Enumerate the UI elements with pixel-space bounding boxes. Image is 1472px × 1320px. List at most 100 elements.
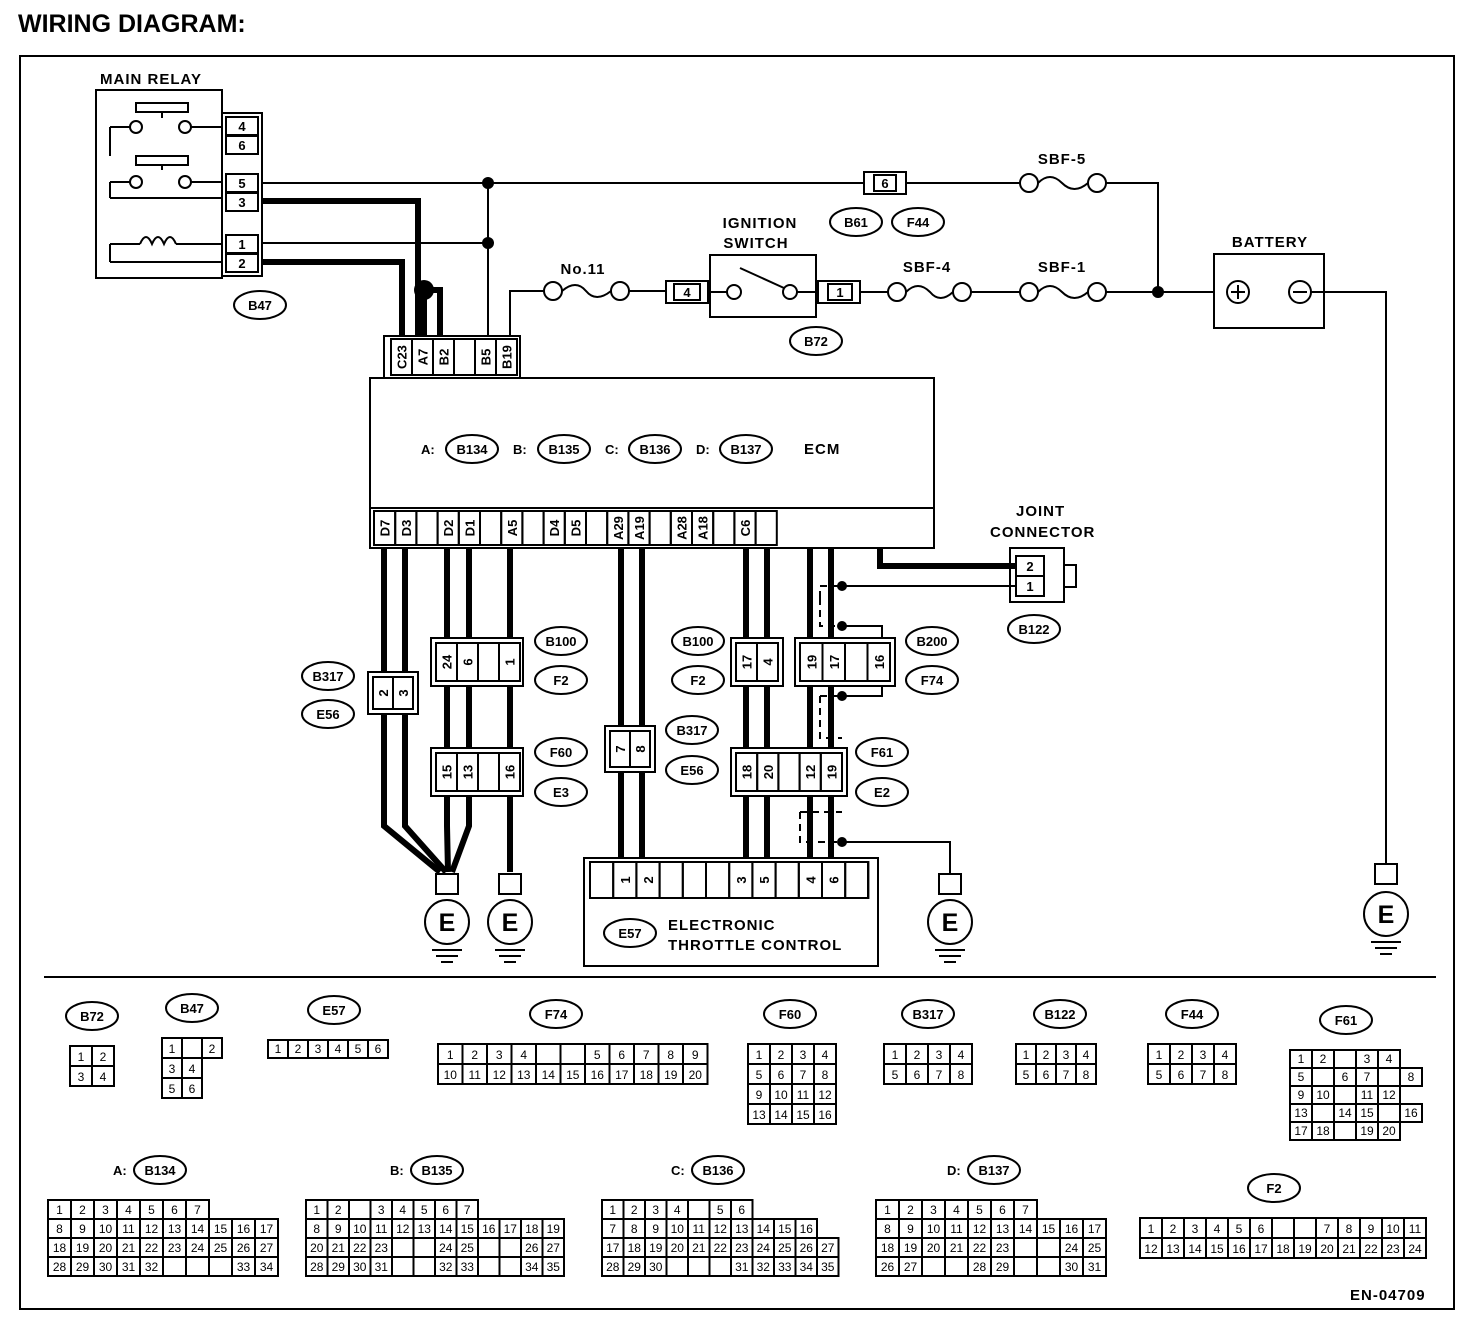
svg-text:B47: B47 xyxy=(248,298,272,313)
relay-pin xyxy=(225,135,259,155)
pin-label: 2 xyxy=(641,876,656,883)
legend-pin-label: 11 xyxy=(1361,1088,1374,1102)
legend-pin-label: 17 xyxy=(1254,1242,1268,1256)
legend-pin-label: 6 xyxy=(171,1203,178,1217)
pin-label: D4 xyxy=(547,519,562,536)
legend-pin-label: 24 xyxy=(191,1241,205,1255)
svg-text:B:: B: xyxy=(513,442,527,457)
legend-pin-label: 1 xyxy=(447,1048,454,1062)
legend-pin-cell xyxy=(813,1103,837,1125)
svg-text:ECM: ECM xyxy=(804,441,840,458)
legend-connector-name: B134 xyxy=(144,1163,176,1178)
legend-pin-label: 1 xyxy=(78,1050,85,1064)
legend-pin-label: 10 xyxy=(1386,1222,1400,1236)
legend-pin-cell xyxy=(541,1256,565,1277)
svg-text:No.11: No.11 xyxy=(560,261,605,278)
legend-pin-label: 1 xyxy=(313,1203,320,1217)
legend-pin-label: 5 xyxy=(756,1068,763,1082)
svg-text:B317: B317 xyxy=(312,669,343,684)
connector-f44: F44 xyxy=(891,207,945,237)
svg-text:SBF-5: SBF-5 xyxy=(1038,151,1086,168)
legend-pin-label: 26 xyxy=(881,1260,895,1274)
legend-pin-label: 8 xyxy=(1408,1070,1415,1084)
legend-connector-badge xyxy=(529,999,583,1029)
svg-text:B136: B136 xyxy=(639,442,670,457)
legend-pin-cell xyxy=(949,1063,973,1085)
pin-cell xyxy=(754,510,778,546)
legend-pin-label: 17 xyxy=(1088,1222,1102,1236)
relay-pin xyxy=(225,192,259,212)
legend-pin-label: 24 xyxy=(439,1241,453,1255)
legend-prefix: D: xyxy=(947,1163,961,1178)
legend-pin-label: 4 xyxy=(125,1203,132,1217)
legend-pin-cell xyxy=(181,1077,203,1099)
legend-pin-cell xyxy=(944,1256,969,1277)
legend-pin-label: 24 xyxy=(757,1241,771,1255)
legend-pin-label: 3 xyxy=(1063,1048,1070,1062)
legend-pin-label: 34 xyxy=(525,1260,539,1274)
legend-pin-label: 1 xyxy=(1148,1222,1155,1236)
legend-pin-label: 2 xyxy=(335,1203,342,1217)
legend-connector-badge xyxy=(901,999,955,1029)
legend-pin-label: 4 xyxy=(1214,1222,1221,1236)
pin-cell xyxy=(844,861,870,899)
legend-connector-badge xyxy=(1319,1005,1373,1035)
legend-pin-label: 17 xyxy=(260,1222,274,1236)
legend-connector-name: E57 xyxy=(322,1003,345,1018)
legend-pin-label: 4 xyxy=(189,1062,196,1076)
legend-pin-label: 2 xyxy=(209,1042,216,1056)
svg-text:B72: B72 xyxy=(804,334,828,349)
legend-pin-cell xyxy=(477,1256,501,1277)
legend-pin-label: 11 xyxy=(950,1222,963,1236)
legend-connector-name: F60 xyxy=(779,1007,801,1022)
fuse-sbf5: SBF-5 xyxy=(1019,151,1107,193)
legend-connector-badge xyxy=(307,995,361,1025)
legend-pin-label: 14 xyxy=(1188,1242,1202,1256)
legend-pin-label: 1 xyxy=(56,1203,63,1217)
legend-pin-label: 8 xyxy=(884,1222,891,1236)
svg-text:B135: B135 xyxy=(548,442,579,457)
legend-pin-label: 4 xyxy=(100,1070,107,1084)
legend-pin-label: 7 xyxy=(464,1203,471,1217)
legend-pin-label: 10 xyxy=(353,1222,367,1236)
legend-pin-label: 10 xyxy=(1316,1088,1330,1102)
legend-prefix: A: xyxy=(113,1163,127,1178)
legend-pin-label: 23 xyxy=(996,1241,1010,1255)
legend-pin-label: 33 xyxy=(778,1260,792,1274)
legend-prefix: B: xyxy=(390,1163,404,1178)
pin-label: D3 xyxy=(399,520,414,537)
legend-pin-label: 7 xyxy=(1022,1203,1029,1217)
legend-pin-label: 3 xyxy=(1192,1222,1199,1236)
svg-text:SBF-4: SBF-4 xyxy=(903,259,951,276)
legend-pin-cell xyxy=(535,1043,562,1065)
pin-label: 18 xyxy=(740,765,755,779)
legend-pin-label: 6 xyxy=(914,1068,921,1082)
svg-text:F2: F2 xyxy=(690,673,705,688)
legend-pin-label: 3 xyxy=(936,1048,943,1062)
legend-pin-label: 1 xyxy=(892,1048,899,1062)
legend-pin-label: 19 xyxy=(547,1222,561,1236)
legend-pin-label: 1 xyxy=(275,1042,282,1056)
legend-pin-cell xyxy=(348,1199,372,1220)
svg-text:E: E xyxy=(942,909,959,937)
legend-pin-label: 27 xyxy=(547,1241,561,1255)
legend-pin-label: 5 xyxy=(1236,1222,1243,1236)
svg-text:E3: E3 xyxy=(553,785,569,800)
legend-pin-label: 30 xyxy=(649,1260,663,1274)
legend-pin-label: 1 xyxy=(609,1203,616,1217)
legend-pin-label: 4 xyxy=(1222,1048,1229,1062)
legend-connector-badge xyxy=(763,999,817,1029)
pin-label: A18 xyxy=(696,516,711,540)
legend-pin-label: 28 xyxy=(53,1260,67,1274)
legend-pin-cell xyxy=(1399,1067,1423,1087)
battery: BATTERY xyxy=(1213,234,1325,329)
legend-pin-cell xyxy=(391,1237,415,1258)
legend-pin-label: 20 xyxy=(671,1241,685,1255)
pin-label: 24 xyxy=(440,654,455,669)
svg-text:E57: E57 xyxy=(618,926,641,941)
svg-text:1: 1 xyxy=(836,285,843,300)
svg-text:E: E xyxy=(439,909,456,937)
legend-pin-label: 11 xyxy=(1409,1222,1422,1236)
legend-pin-label: 4 xyxy=(958,1048,965,1062)
